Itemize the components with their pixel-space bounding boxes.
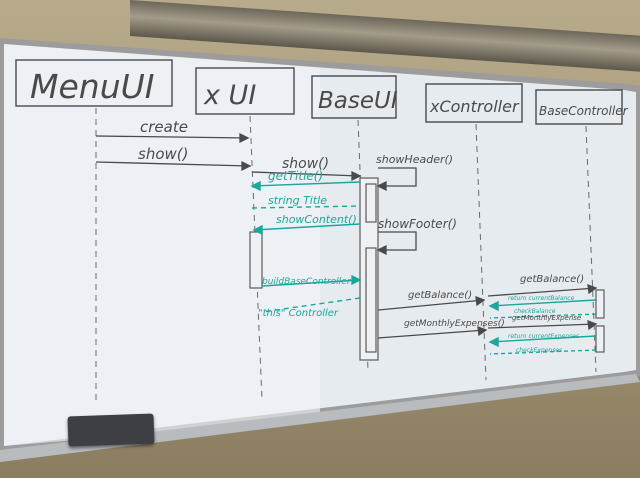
msg-getBalance1: getBalance() <box>408 290 472 301</box>
msg-showHeader: showHeader() <box>376 153 453 166</box>
arrow-ret1 <box>489 299 597 307</box>
msg-showFooter: showFooter() <box>378 217 457 231</box>
lifeline-label-xctl: xController <box>429 97 520 116</box>
lifeline-bctl <box>585 125 597 373</box>
msg-getMonthlyExpenses: getMonthlyExpenses() <box>404 319 505 329</box>
msg-stringTitle: string Title <box>268 194 327 207</box>
msg-ret2: checkBalance <box>514 308 556 315</box>
arrow-show1 <box>95 161 251 167</box>
marker-tray <box>0 374 640 462</box>
lifeline-box-xctl <box>425 83 523 123</box>
msg-create: create <box>140 118 188 136</box>
arrow-ret3 <box>489 335 597 343</box>
arrow-getBalance1 <box>377 299 485 311</box>
lifeline-label-xui: x UI <box>203 80 256 111</box>
arrow-getMonthlyExpense2 <box>487 323 597 329</box>
activation-bctl-2 <box>595 325 605 353</box>
arrow-buildBaseController <box>261 279 361 287</box>
lifeline-label-menu: MenuUI <box>30 67 155 106</box>
arrow-thisController <box>261 297 361 313</box>
msg-getBalance2: getBalance() <box>520 274 584 285</box>
lifeline-box-menu <box>15 59 173 107</box>
activation-base-inner1 <box>365 183 377 223</box>
msg-thisController: "this" Controller <box>258 308 339 319</box>
msg-ret3: return currentExpenses <box>508 333 579 340</box>
activation-base-inner2 <box>365 247 377 353</box>
arrow-showFooter <box>378 231 417 251</box>
arrow-showContent <box>253 223 361 231</box>
whiteboard-eraser <box>67 413 155 447</box>
arrow-getTitle <box>251 181 361 187</box>
lifeline-label-bctl: BaseController <box>539 104 629 118</box>
msg-buildBaseController: buildBaseController <box>262 277 352 287</box>
lifeline-xctl <box>475 123 487 381</box>
lifeline-box-xui <box>195 67 295 115</box>
lifeline-xui <box>249 115 263 401</box>
arrow-getMonthlyExpenses <box>377 329 487 339</box>
lifeline-box-bctl <box>535 89 623 125</box>
lifeline-box-base <box>311 75 397 119</box>
arrow-create <box>95 135 249 139</box>
msg-showContent: showContent() <box>276 213 357 226</box>
lifeline-label-base: BaseUI <box>318 88 398 114</box>
whiteboard-glare <box>4 44 320 446</box>
msg-show1: show() <box>138 145 188 163</box>
activation-xui <box>249 231 263 289</box>
arrow-ret2 <box>489 313 597 319</box>
msg-getTitle: getTitle() <box>268 169 323 183</box>
arrow-getBalance2 <box>487 287 597 297</box>
msg-getMonthlyExpense2: getMonthlyExpense <box>512 314 581 322</box>
arrow-stringTitle <box>251 205 361 209</box>
arrow-showHeader <box>378 167 417 187</box>
msg-show2: show() <box>282 156 329 172</box>
arrow-show2 <box>251 171 361 177</box>
arrow-ret4 <box>489 349 597 355</box>
msg-ret4: checkExpenses <box>516 347 562 354</box>
activation-bctl-1 <box>595 289 605 319</box>
msg-ret1: return currentBalance <box>508 295 575 302</box>
